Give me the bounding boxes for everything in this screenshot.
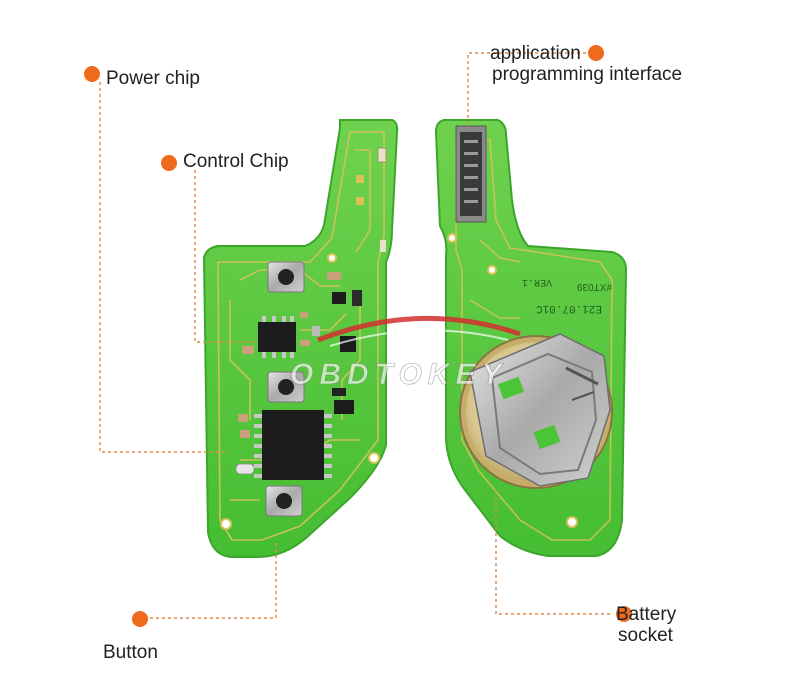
control-chip-label: Control Chip	[183, 151, 289, 172]
callout-dot-icon	[161, 155, 177, 171]
battery-socket-label: Battery socket	[616, 604, 676, 646]
right-board-traces	[455, 139, 613, 541]
board-model-marking: #XT039	[577, 281, 612, 292]
board-silkscreen: E21.07.01C VER.1	[522, 276, 602, 314]
coin-cell-socket-icon	[459, 333, 613, 489]
callout-dot-icon	[132, 611, 148, 627]
tactile-button-icon	[267, 371, 305, 403]
callout-dot-icon	[84, 66, 100, 82]
mounting-hole-icon	[566, 516, 578, 528]
control-chip-ic-icon	[254, 410, 332, 480]
left-pcb-board	[202, 119, 399, 558]
programming-connector-icon	[455, 125, 487, 223]
tactile-button-icon	[265, 485, 303, 517]
api-label: application programming interface	[490, 43, 682, 85]
button-label: Button	[103, 642, 158, 663]
watermark-logo-icon: OBDTOKEY	[290, 315, 521, 391]
callout-dot-icon	[588, 45, 604, 61]
callout-dots	[84, 45, 632, 627]
board-date-marking: E21.07.01C	[536, 302, 602, 314]
api-label-line2: programming interface	[492, 64, 683, 85]
mounting-hole-icon	[447, 233, 457, 243]
power-chip-ic-icon	[258, 316, 296, 358]
tactile-button-icon	[267, 261, 305, 293]
battery-label-line2: socket	[618, 625, 673, 646]
callout-dot-icon	[616, 606, 632, 622]
callout-leader-lines	[99, 52, 610, 619]
mounting-hole-icon	[487, 265, 497, 275]
right-pcb-board: E21.07.01C VER.1 #XT039	[434, 119, 628, 557]
board-version-marking: VER.1	[522, 276, 552, 287]
watermark-text: OBDTOKEY	[290, 358, 507, 391]
battery-label-line1: Battery	[616, 604, 677, 625]
power-chip-label: Power chip	[106, 68, 200, 89]
api-label-line1: application	[490, 43, 581, 64]
